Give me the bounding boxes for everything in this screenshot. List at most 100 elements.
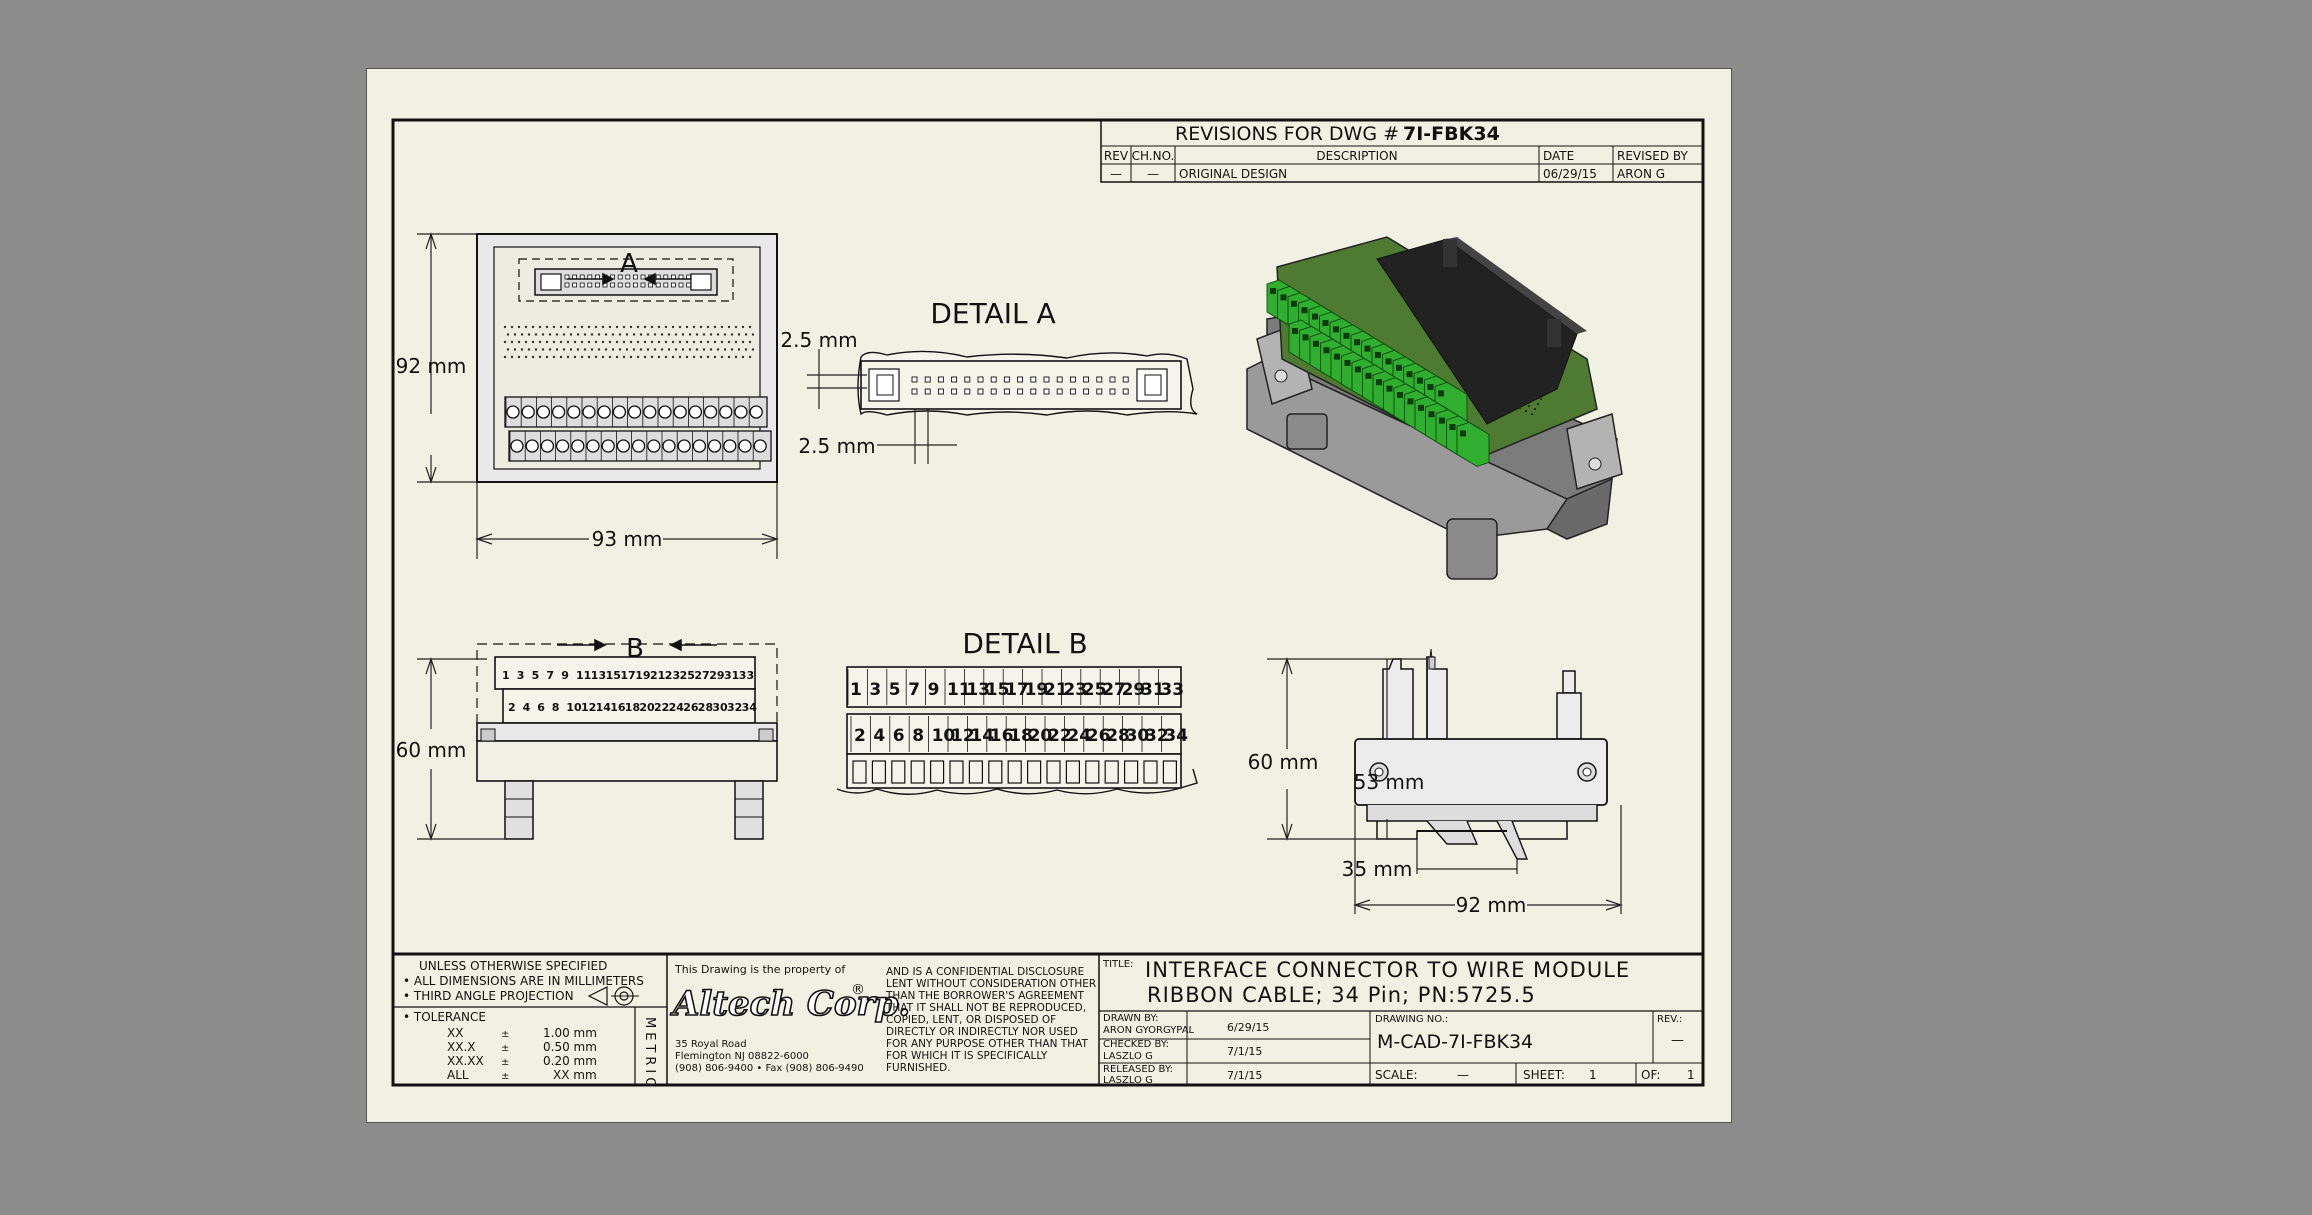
detail-b-pin-even: 10 bbox=[932, 726, 956, 746]
registered-mark: ® bbox=[851, 982, 865, 998]
dim-35mm: 35 mm bbox=[1342, 857, 1413, 881]
released-by-label: RELEASED BY: bbox=[1103, 1064, 1173, 1075]
rev-header-rev: REV bbox=[1104, 149, 1129, 163]
side-view: 53 mm 60 mm 35 mm 92 mm bbox=[1248, 648, 1623, 917]
released-by-value: LASZLO G bbox=[1103, 1075, 1153, 1086]
front-pin-odd: 15 bbox=[606, 669, 621, 682]
detail-b-pin-even: 26 bbox=[1087, 726, 1111, 746]
front-pin-odd: 19 bbox=[635, 669, 650, 682]
detail-a-title: DETAIL A bbox=[930, 297, 1055, 330]
svg-text:±: ± bbox=[501, 1043, 509, 1054]
detail-b-pin-even: 22 bbox=[1048, 726, 1072, 746]
tol-xxx-key: XX.X bbox=[447, 1040, 475, 1054]
sheet-label: SHEET: bbox=[1523, 1068, 1565, 1082]
front-pin-even: 16 bbox=[610, 701, 626, 714]
front-pin-even: 2 bbox=[508, 701, 516, 714]
svg-text:FURNISHED.: FURNISHED. bbox=[886, 1062, 951, 1074]
revision-title: REVISIONS FOR DWG # bbox=[1175, 123, 1399, 145]
detail-b-pin-even: 18 bbox=[1009, 726, 1033, 746]
front-pin-odd: 5 bbox=[532, 669, 540, 682]
confidential-notice: AND IS A CONFIDENTIAL DISCLOSURE LENT WI… bbox=[885, 966, 1096, 1074]
front-pin-odd: 1 bbox=[502, 669, 510, 682]
rev-header-description: DESCRIPTION bbox=[1316, 149, 1397, 163]
green-terminal-blocks bbox=[1266, 279, 1490, 467]
detail-b-pin-odd: 5 bbox=[889, 680, 901, 700]
title-block: UNLESS OTHERWISE SPECIFIED • ALL DIMENSI… bbox=[393, 952, 1703, 1090]
front-pin-even: 10 bbox=[566, 701, 582, 714]
address-line2: Flemington NJ 08822-6000 bbox=[675, 1051, 809, 1062]
title-line1: INTERFACE CONNECTOR TO WIRE MODULE bbox=[1145, 958, 1630, 982]
pcb-dot-field bbox=[503, 325, 755, 359]
front-pin-even: 22 bbox=[654, 701, 669, 714]
checked-by-label: CHECKED BY: bbox=[1103, 1039, 1169, 1050]
tol-xxxx-val: 0.20 mm bbox=[543, 1054, 597, 1068]
dim-2-5mm-bottom: 2.5 mm bbox=[798, 434, 875, 458]
title-label: TITLE: bbox=[1102, 959, 1133, 970]
address-line1: 35 Royal Road bbox=[675, 1039, 747, 1050]
detail-b-pin-odd: 7 bbox=[908, 680, 920, 700]
rev-label: REV.: bbox=[1657, 1014, 1682, 1025]
rev-header-date: DATE bbox=[1543, 149, 1574, 163]
rev-row-revised-by: ARON G bbox=[1617, 167, 1665, 181]
drawing-sheet: REVISIONS FOR DWG # 7I-FBK34 REV CH.NO. … bbox=[366, 68, 1732, 1123]
front-pin-even: 20 bbox=[639, 701, 655, 714]
tol-all-val: XX mm bbox=[553, 1068, 597, 1082]
front-pin-odd: 23 bbox=[665, 669, 680, 682]
front-pin-odd: 13 bbox=[591, 669, 606, 682]
detail-b-pin-even: 34 bbox=[1164, 726, 1188, 746]
svg-text:FOR WHICH IT IS SPECIFICALLY: FOR WHICH IT IS SPECIFICALLY bbox=[886, 1050, 1048, 1062]
tol-xxxx-key: XX.XX bbox=[447, 1054, 484, 1068]
front-pin-odd: 3 bbox=[517, 669, 525, 682]
metric-label: METRIC bbox=[642, 1017, 657, 1090]
detail-b-pin-odd: 9 bbox=[928, 680, 940, 700]
all-dims-mm: • ALL DIMENSIONS ARE IN MILLIMETERS bbox=[403, 974, 644, 988]
front-pin-even: 14 bbox=[596, 701, 612, 714]
scale-value: — bbox=[1457, 1068, 1469, 1082]
front-pin-even: 12 bbox=[581, 701, 596, 714]
front-pin-even: 6 bbox=[537, 701, 545, 714]
of-value: 1 bbox=[1687, 1068, 1695, 1082]
svg-text:±: ± bbox=[501, 1029, 509, 1040]
technical-drawing: REVISIONS FOR DWG # 7I-FBK34 REV CH.NO. … bbox=[391, 118, 1705, 1090]
dim-53mm: 53 mm bbox=[1354, 770, 1425, 794]
front-pin-even: 24 bbox=[669, 701, 685, 714]
front-pin-odd: 25 bbox=[680, 669, 695, 682]
top-view-terminals bbox=[504, 396, 772, 462]
svg-text:AND IS A CONFIDENTIAL DISCLOSU: AND IS A CONFIDENTIAL DISCLOSURE bbox=[886, 966, 1084, 978]
front-pin-odd: 31 bbox=[724, 669, 739, 682]
third-angle: • THIRD ANGLE PROJECTION bbox=[403, 989, 574, 1003]
tol-all-key: ALL bbox=[447, 1068, 469, 1082]
detail-b-pin-even: 4 bbox=[873, 726, 885, 746]
front-pin-odd: 27 bbox=[694, 669, 709, 682]
view-label-a: A bbox=[620, 249, 638, 279]
revision-block: REVISIONS FOR DWG # 7I-FBK34 REV CH.NO. … bbox=[1100, 119, 1704, 183]
detail-b-pin-even: 28 bbox=[1106, 726, 1130, 746]
front-pin-odd: 7 bbox=[546, 669, 554, 682]
front-pin-even: 26 bbox=[683, 701, 699, 714]
detail-b-terminal-slots bbox=[852, 760, 1178, 784]
front-pin-even: 30 bbox=[712, 701, 728, 714]
rev-row-rev: — bbox=[1110, 167, 1122, 181]
detail-b-pin-even: 8 bbox=[912, 726, 924, 746]
detail-b-pin-even: 14 bbox=[970, 726, 994, 746]
released-date: 7/1/15 bbox=[1227, 1069, 1262, 1082]
top-view: A 92 mm 93 mm bbox=[396, 232, 779, 559]
detail-b-pin-even: 16 bbox=[990, 726, 1014, 746]
checked-by-value: LASZLO G bbox=[1103, 1051, 1153, 1062]
detail-b-pin-even: 6 bbox=[893, 726, 905, 746]
front-pin-even: 4 bbox=[523, 701, 531, 714]
front-pin-even: 8 bbox=[552, 701, 560, 714]
detail-b-pin-even: 12 bbox=[951, 726, 975, 746]
front-pin-odd: 9 bbox=[561, 669, 569, 682]
detail-b-pin-even: 20 bbox=[1029, 726, 1053, 746]
sheet-value: 1 bbox=[1589, 1068, 1597, 1082]
pcb-solder-dots bbox=[1500, 372, 1549, 416]
rev-value: — bbox=[1671, 1033, 1684, 1048]
drawing-border bbox=[391, 118, 1705, 1087]
module-3d-render bbox=[1246, 236, 1623, 580]
